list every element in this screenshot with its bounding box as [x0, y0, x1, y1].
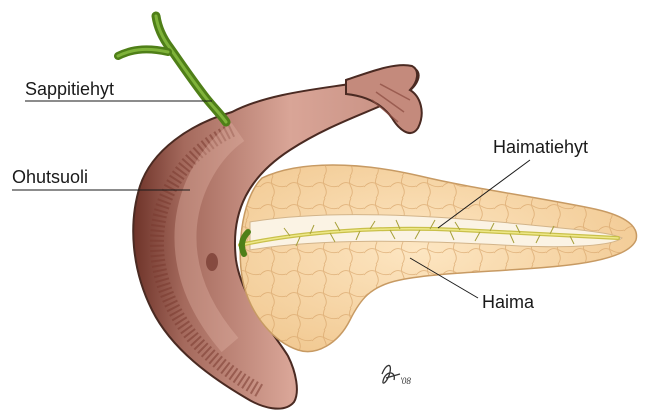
label-bile-duct: Sappitiehyt — [25, 80, 114, 98]
label-small-intestine: Ohutsuoli — [12, 168, 88, 186]
label-pancreatic-duct: Haimatiehyt — [493, 138, 588, 156]
label-pancreas: Haima — [482, 293, 534, 311]
svg-text:'08: '08 — [400, 376, 411, 386]
pancreas — [240, 165, 636, 352]
artist-signature: '08 — [382, 365, 411, 386]
